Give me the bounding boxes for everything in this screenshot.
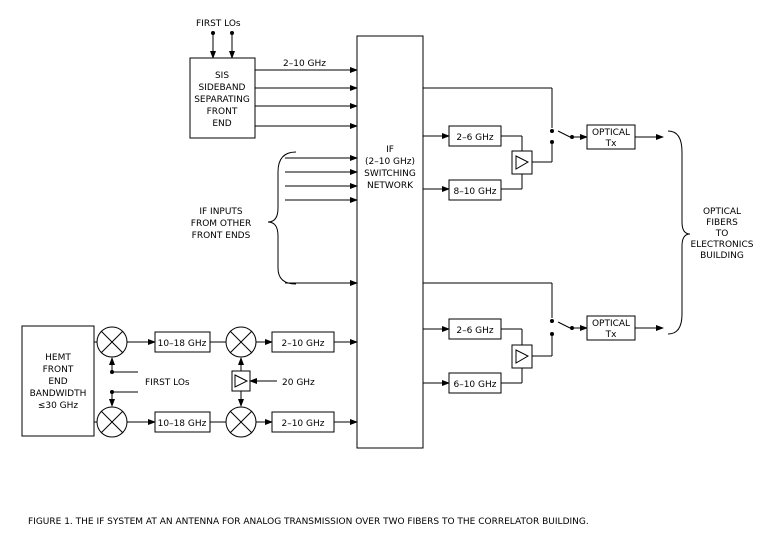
hemt-filter-2-10-top-box bbox=[271, 331, 335, 353]
if-inputs-label: IF INPUTS FROM OTHER FRONT ENDS bbox=[191, 207, 251, 241]
hemt-filter-2-10-bottom-box bbox=[271, 411, 335, 433]
upper-filter-8-10-label: 8–10 GHz bbox=[453, 187, 496, 197]
hemt-filter-10-18-top-box bbox=[154, 331, 211, 353]
freq-2-10-top-label: 2–10 GHz bbox=[283, 59, 326, 69]
hemt-top-chain bbox=[94, 326, 358, 358]
svg-text:END: END bbox=[48, 377, 67, 387]
if-switching-network-box bbox=[356, 35, 424, 449]
svg-text:SWITCHING: SWITCHING bbox=[364, 169, 416, 179]
svg-text:SEPARATING: SEPARATING bbox=[194, 95, 250, 105]
svg-text:IF: IF bbox=[386, 145, 394, 155]
lower-output-chain bbox=[423, 282, 554, 386]
upper-switch bbox=[557, 130, 588, 140]
figure-caption: FIGURE 1. THE IF SYSTEM AT AN ANTENNA FO… bbox=[28, 517, 589, 527]
svg-text:FROM OTHER: FROM OTHER bbox=[191, 219, 251, 229]
hemt-filter-10-18-bottom-box bbox=[154, 411, 211, 433]
first-los-top-label: FIRST LOs bbox=[196, 19, 241, 29]
svg-text:END: END bbox=[212, 119, 231, 129]
if-inputs-brace bbox=[267, 151, 297, 285]
hemt-bottom-chain bbox=[94, 406, 358, 438]
lower-filter-2-6-label: 2–6 GHz bbox=[456, 326, 494, 336]
svg-text:Tx: Tx bbox=[605, 139, 617, 149]
sis-front-end-label: SIS SIDEBAND SEPARATING FRONT END bbox=[194, 71, 250, 129]
svg-text:≤30 GHz: ≤30 GHz bbox=[38, 401, 79, 411]
sis-front-end-box bbox=[189, 57, 256, 139]
svg-text:FIBERS: FIBERS bbox=[706, 218, 738, 228]
upper-combiner bbox=[501, 135, 554, 190]
lower-optical-tx-box bbox=[586, 315, 636, 341]
svg-text:(2–10 GHz): (2–10 GHz) bbox=[365, 157, 415, 167]
svg-text:BANDWIDTH: BANDWIDTH bbox=[30, 389, 87, 399]
lo-20ghz-label: 20 GHz bbox=[282, 378, 315, 388]
hemt-front-end-box bbox=[21, 325, 95, 437]
svg-text:IF INPUTS: IF INPUTS bbox=[199, 207, 243, 217]
svg-text:BUILDING: BUILDING bbox=[700, 251, 744, 261]
svg-text:SIS: SIS bbox=[215, 71, 229, 81]
lo-splitter bbox=[231, 357, 277, 407]
hemt-filter-10-18-bottom-label: 10–18 GHz bbox=[158, 419, 207, 429]
svg-text:OPTICAL: OPTICAL bbox=[703, 207, 741, 217]
svg-text:FRONT: FRONT bbox=[207, 107, 238, 117]
svg-text:HEMT: HEMT bbox=[45, 353, 71, 363]
if-switching-network-label: IF (2–10 GHz) SWITCHING NETWORK bbox=[364, 145, 416, 191]
optical-fibers-brace bbox=[667, 130, 691, 335]
lower-combiner bbox=[501, 328, 554, 384]
svg-text:FRONT: FRONT bbox=[43, 365, 74, 375]
upper-filter-8-10-box bbox=[448, 179, 502, 201]
lower-switch bbox=[557, 321, 588, 331]
svg-text:TO: TO bbox=[715, 229, 729, 239]
upper-output-chain bbox=[423, 87, 554, 192]
sis-outputs bbox=[255, 67, 358, 129]
svg-text:OPTICAL: OPTICAL bbox=[592, 319, 630, 329]
upper-optical-tx-label: OPTICAL Tx bbox=[592, 128, 630, 149]
first-lo-inputs-top bbox=[210, 31, 235, 59]
optical-fibers-label: OPTICAL FIBERS TO ELECTRONICS BUILDING bbox=[691, 207, 754, 261]
lower-filter-6-10-label: 6–10 GHz bbox=[453, 380, 496, 390]
svg-text:ELECTRONICS: ELECTRONICS bbox=[691, 240, 754, 250]
hemt-front-end-label: HEMT FRONT END BANDWIDTH ≤30 GHz bbox=[30, 353, 87, 411]
upper-filter-2-6-label: 2–6 GHz bbox=[456, 133, 494, 143]
svg-text:NETWORK: NETWORK bbox=[367, 181, 414, 191]
hemt-first-lo-lines bbox=[109, 357, 138, 407]
svg-text:Tx: Tx bbox=[605, 330, 617, 340]
svg-text:FRONT ENDS: FRONT ENDS bbox=[192, 231, 251, 241]
svg-text:OPTICAL: OPTICAL bbox=[592, 128, 630, 138]
hemt-filter-10-18-top-label: 10–18 GHz bbox=[158, 339, 207, 349]
hemt-filter-2-10-bottom-label: 2–10 GHz bbox=[281, 419, 324, 429]
hemt-filter-2-10-top-label: 2–10 GHz bbox=[281, 339, 324, 349]
lower-optical-tx-label: OPTICAL Tx bbox=[592, 319, 630, 340]
first-los-bottom-label: FIRST LOs bbox=[145, 378, 190, 388]
svg-text:SIDEBAND: SIDEBAND bbox=[199, 83, 246, 93]
if-inputs-arrows bbox=[285, 155, 358, 286]
